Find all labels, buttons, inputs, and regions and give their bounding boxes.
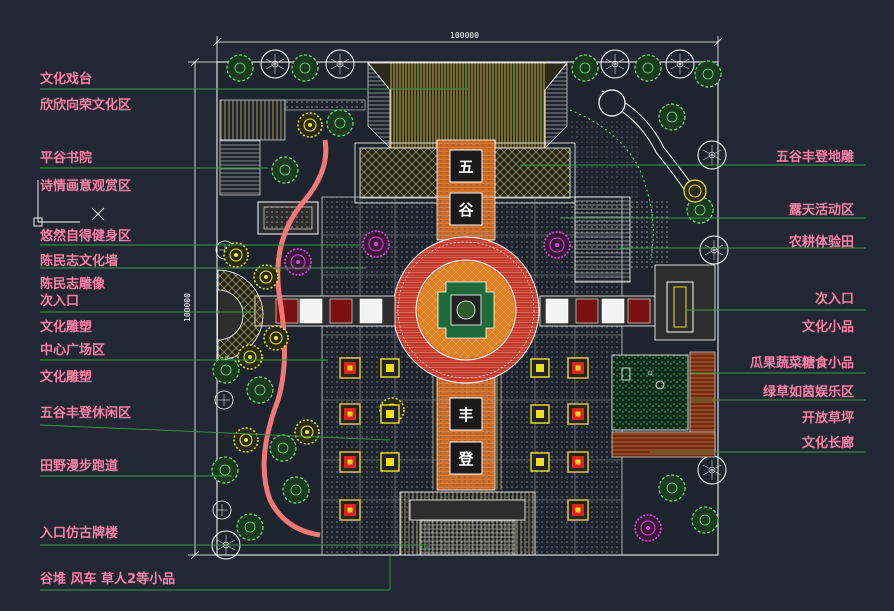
label-melon-fruit: 瓜果蔬菜糖食小品 [750,356,855,371]
leader-lines-left [39,88,468,591]
label-wenhua-xitai: 文化戏台 [40,72,93,87]
label-chenminzhi-wall: 陈民志文化墙 [40,254,119,269]
label-field-trail: 田野漫步跑道 [40,459,119,474]
label-sculpture-2: 文化雕塑 [40,370,93,385]
label-grain-piles: 谷堆 风车 草人2等小品 [40,572,176,587]
label-green-lawn: 绿草如茵娱乐区 [763,385,855,400]
label-open-lawn: 开放草坪 [802,411,855,426]
field-running-trail [261,139,329,538]
label-shiqing-huayi: 诗情画意观赏区 [40,179,132,194]
width-dimension-label: 100000 [450,31,479,40]
label-chenminzhi-statue: 陈民志雕像 [40,277,106,292]
label-culture-corridor: 文化长廊 [802,436,855,451]
pinggu-academy-block [257,201,319,235]
left-hatched-pavilion [219,99,366,196]
plaque-glyph-2: 谷 [458,201,474,219]
leader-lines-right [520,164,866,453]
entrance-archway [399,491,536,556]
plaque-glyph-4: 登 [457,450,474,468]
label-culture-features: 文化小品 [802,320,855,335]
large-tree-icon [658,103,686,131]
culture-stage-roof [367,62,568,149]
west-entrance-semicircle [217,269,264,361]
central-plaza-circle [392,236,540,384]
label-sculpture-1: 文化雕塑 [40,320,93,335]
label-pinggu-shuyuan: 平谷书院 [40,151,93,166]
label-wugu-leisure: 五谷丰登休闲区 [40,406,132,421]
large-tree-icon [271,156,299,184]
green-lawn-block [611,351,716,458]
width-dimension [212,36,723,62]
label-youran-zide: 悠然自得健身区 [40,229,132,244]
plaque-glyph-1: 五 [458,158,473,176]
farming-field-block [574,196,716,341]
height-dimension [188,57,217,560]
ucs-axis-icon [33,180,105,227]
large-tree-icon [326,109,354,137]
label-farming-field: 农耕体验田 [789,235,855,250]
plaque-glyph-3: 丰 [458,406,473,424]
wugu-fengdeng-plaques: 五 谷 丰 登 [449,149,483,475]
label-open-air-area: 露天活动区 [789,203,855,218]
label-xinxin-xiangrong: 欣欣向荣文化区 [40,98,132,113]
label-central-plaza: 中心广场区 [40,343,106,358]
label-entrance-archway: 入口仿古牌楼 [40,526,119,541]
label-wugu-relief: 五谷丰登地雕 [776,150,855,165]
height-dimension-label: 100000 [183,293,192,322]
label-side-entrance-left: 次入口 [40,294,80,309]
label-side-entrance-right: 次入口 [815,292,855,307]
